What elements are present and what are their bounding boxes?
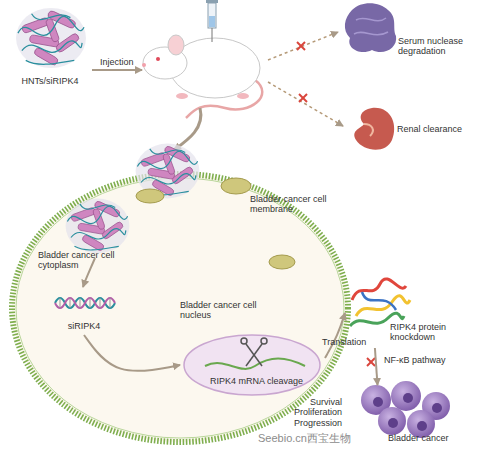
mouse-nose <box>142 63 146 67</box>
scissor-blade <box>246 344 262 366</box>
cancer-cell-node: Survival Proliferation ProgressionBladde… <box>280 385 475 447</box>
protein-node: RIPK4 protein knockdown <box>345 278 475 348</box>
nanoparticle <box>16 8 86 68</box>
nucleus-ellipse: Bladder cancer cell nucleusRIPK4 mRNA cl… <box>180 298 325 398</box>
cell-nucleus <box>388 418 398 428</box>
kidney-node: Renal clearance <box>345 106 475 154</box>
block-stroke <box>367 358 375 366</box>
nanoparticle <box>66 199 130 254</box>
block-stroke <box>297 42 305 50</box>
helix-strand <box>55 298 115 308</box>
cell-membrane <box>12 174 348 442</box>
watermark: Seebio.cn西宝生物 <box>258 432 398 445</box>
syringe-fluid <box>209 16 215 27</box>
node-label: Bladder cancer cell nucleus <box>180 300 270 321</box>
helix-rungs <box>60 298 110 308</box>
release-arrow <box>83 258 95 287</box>
syringe-barrel <box>208 3 216 28</box>
node-sublabel: RIPK4 mRNA cleavage <box>210 376 305 386</box>
mouse-eye <box>156 57 160 61</box>
block-stroke <box>299 94 307 102</box>
node-sublabel: Bladder cancer cell cytoplasm <box>38 250 128 271</box>
flow-arrow <box>84 335 180 371</box>
cell-nucleus <box>417 421 427 431</box>
scissor-blade <box>246 344 262 366</box>
node-label: siRIPK4 <box>48 321 120 331</box>
flow-arrow <box>375 348 378 385</box>
node-sublabel: Bladder cancer <box>388 433 473 443</box>
cell-nucleus <box>403 393 413 403</box>
cell-nucleus <box>373 397 383 407</box>
node-label: HNTs/siRIPK4 <box>4 76 96 86</box>
cell-nucleus <box>432 403 442 413</box>
ribbon-strand <box>356 296 410 316</box>
flow-arrow <box>325 313 345 358</box>
kidney-shape <box>354 108 394 150</box>
blocked-arrow <box>268 32 338 60</box>
scissors <box>241 338 267 366</box>
nanoparticle <box>136 144 200 199</box>
block-stroke <box>367 358 375 366</box>
edge-label: NF-κB pathway <box>384 355 474 365</box>
cancer-cell <box>378 407 406 435</box>
nanoparticle-node: HNTs/siRIPK4 <box>4 4 96 88</box>
node-label: Renal clearance <box>397 124 475 134</box>
mouse-foot <box>237 93 249 99</box>
mouse-foot <box>176 93 188 99</box>
organelle <box>221 178 251 194</box>
scissor-handle <box>241 338 247 344</box>
nuclease-node: Serum nuclease degradation <box>342 2 475 60</box>
protein-ribbon <box>350 279 410 326</box>
injection-arrow <box>92 69 142 71</box>
nuclease-blob <box>345 3 396 52</box>
mouse-illustration <box>142 35 262 118</box>
nuclease-texture <box>354 18 388 35</box>
block-stroke <box>299 94 307 102</box>
nucleus-envelope <box>184 335 320 395</box>
block-mark <box>297 42 307 102</box>
node-label: Bladder cancer cell membrane <box>250 194 345 215</box>
step-label: Injection <box>100 57 160 67</box>
delivery-arrow <box>174 108 201 150</box>
ribbon-strand <box>362 292 396 310</box>
kidney <box>354 108 394 150</box>
cell-ellipse: Bladder cancer cell membraneBladder canc… <box>8 170 352 446</box>
mouse-ear <box>168 35 184 55</box>
organelle <box>136 189 164 203</box>
block-stroke <box>297 42 305 50</box>
node-label: Survival Proliferation Progression <box>280 397 342 428</box>
scissor-handle <box>261 338 267 344</box>
syringe-needle <box>212 28 213 42</box>
mrna-strand <box>205 359 305 369</box>
renal-pelvis <box>364 124 373 136</box>
blocked-arrow <box>268 82 343 126</box>
edge-label: Translation <box>322 337 382 347</box>
sirna-helix <box>55 298 115 308</box>
node-label: Serum nuclease degradation <box>398 36 473 57</box>
helix-strand <box>55 298 115 308</box>
node-label: RIPK4 protein knockdown <box>390 322 475 343</box>
cancer-cell <box>391 381 421 411</box>
sirna-node: siRIPK4 <box>48 287 120 335</box>
cancer-cells <box>361 381 450 438</box>
membrane-inner-line <box>16 178 344 438</box>
organelle <box>269 255 295 269</box>
syringe <box>206 0 218 42</box>
serum-nuclease <box>345 3 396 52</box>
